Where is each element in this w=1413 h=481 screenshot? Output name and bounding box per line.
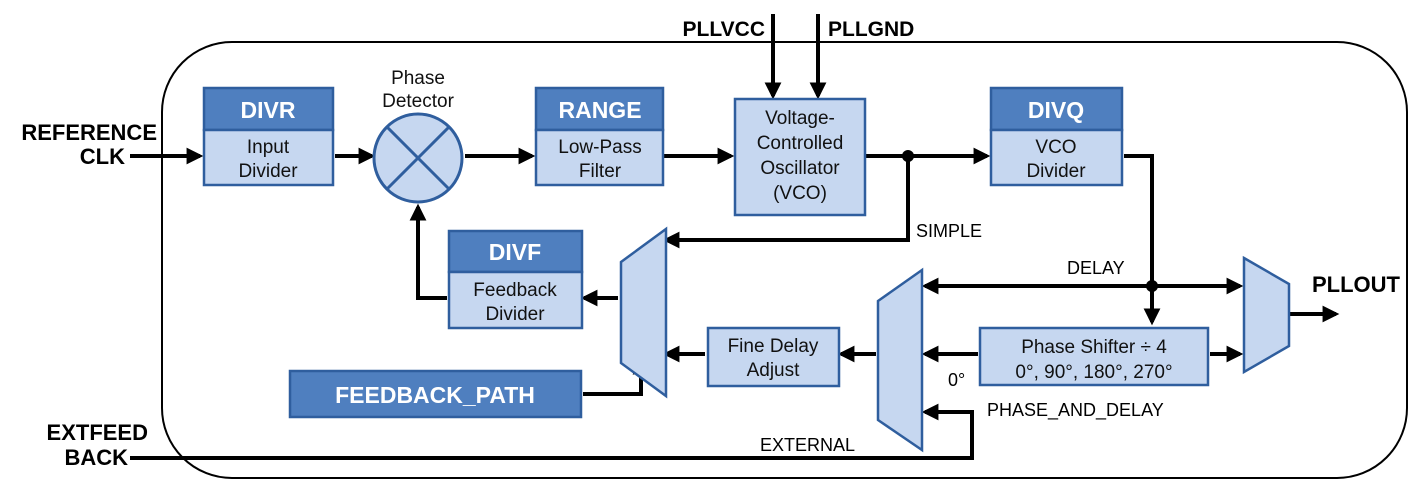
extfeedback-label-line2: BACK xyxy=(64,445,128,470)
phase-shifter-block: Phase Shifter ÷ 4 0°, 90°, 180°, 270° xyxy=(978,326,1210,387)
divf-header: DIVF xyxy=(489,239,541,265)
fine-delay-block: Fine Delay Adjust xyxy=(706,326,841,388)
vco-line1: Voltage- xyxy=(765,108,835,129)
phase-detector-line1: Phase xyxy=(391,68,445,89)
divr-line1: Input xyxy=(247,137,290,158)
wire-simple xyxy=(662,156,910,249)
phase-detector: Phase Detector xyxy=(372,68,464,204)
vco-line3: Oscillator xyxy=(760,158,840,179)
wire-extfeedback xyxy=(130,403,974,460)
pllgnd-label: PLLGND xyxy=(828,18,914,41)
divr-line2: Divider xyxy=(238,161,298,182)
refclk-label-line1: REFERENCE xyxy=(21,120,157,145)
output-mux xyxy=(1242,255,1291,375)
simple-label: SIMPLE xyxy=(916,221,982,241)
feedback-path-label: FEEDBACK_PATH xyxy=(335,382,535,408)
phase-detector-line2: Detector xyxy=(382,91,454,112)
divr-block: DIVR Input Divider xyxy=(202,86,335,187)
wire-divq-out xyxy=(1124,154,1161,326)
divq-line1: VCO xyxy=(1035,137,1076,158)
range-line1: Low-Pass xyxy=(558,137,641,158)
divf-block: DIVF Feedback Divider xyxy=(447,229,584,330)
divq-line2: Divider xyxy=(1026,161,1086,182)
phase-and-delay-label: PHASE_AND_DELAY xyxy=(987,400,1164,421)
zero-degree-label: 0° xyxy=(948,370,965,390)
refclk-label-line2: CLK xyxy=(80,144,125,169)
range-block: RANGE Low-Pass Filter xyxy=(534,86,665,187)
divq-block: DIVQ VCO Divider xyxy=(989,86,1124,187)
divf-line1: Feedback xyxy=(473,280,557,301)
extfeedback-label-line1: EXTFEED xyxy=(47,420,148,445)
divq-header: DIVQ xyxy=(1028,97,1084,123)
range-header: RANGE xyxy=(558,97,641,123)
wire-divf-pd xyxy=(409,203,447,300)
vco-block: Voltage- Controlled Oscillator (VCO) xyxy=(733,97,867,217)
vco-line2: Controlled xyxy=(757,133,844,154)
range-line2: Filter xyxy=(579,161,622,182)
phase-shifter-line2: 0°, 90°, 180°, 270° xyxy=(1015,362,1172,383)
pllout-label: PLLOUT xyxy=(1312,272,1401,297)
fine-delay-line1: Fine Delay xyxy=(728,336,819,357)
junction-delay xyxy=(1146,280,1158,292)
fine-delay-line2: Adjust xyxy=(747,360,801,381)
divf-line2: Divider xyxy=(485,304,545,325)
vco-line4: (VCO) xyxy=(773,183,827,204)
divr-header: DIVR xyxy=(241,97,296,123)
delay-label: DELAY xyxy=(1067,258,1125,278)
junction-vco xyxy=(902,150,914,162)
pllvcc-label: PLLVCC xyxy=(683,18,765,41)
feedback-mux xyxy=(619,226,668,399)
external-label: EXTERNAL xyxy=(760,435,855,455)
feedback-path-block: FEEDBACK_PATH xyxy=(288,369,583,419)
delay-mux xyxy=(876,267,924,453)
pll-enclosure xyxy=(161,41,1408,479)
phase-shifter-line1: Phase Shifter ÷ 4 xyxy=(1021,337,1167,358)
